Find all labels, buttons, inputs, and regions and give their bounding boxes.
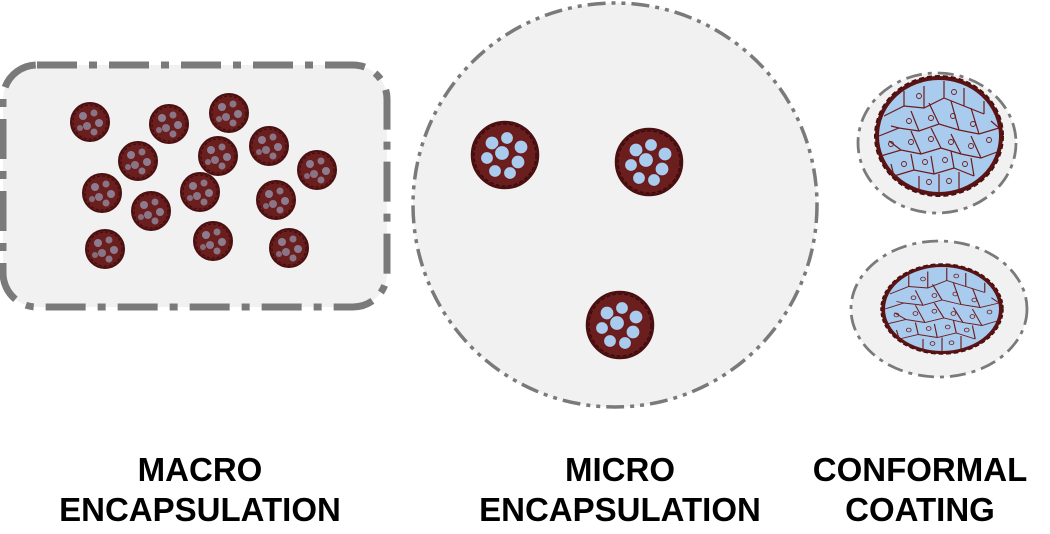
macro-encapsulation-group (0, 61, 391, 311)
micro-encapsulation-label: MICRO ENCAPSULATION (460, 450, 780, 530)
cell-cluster (193, 221, 233, 261)
cell-cluster (82, 173, 122, 213)
micro-label-line2: ENCAPSULATION (479, 491, 761, 528)
cell-cluster (614, 127, 684, 197)
micro-capsule (411, 1, 819, 409)
conformal-label-line2: COATING (845, 491, 995, 528)
micro-label-line1: MICRO (565, 451, 675, 488)
cell-cluster (85, 229, 125, 269)
cell-cluster (149, 104, 189, 144)
cell-cluster-large (873, 74, 1005, 198)
macro-label-line2: ENCAPSULATION (59, 491, 341, 528)
cell-cluster (269, 228, 309, 268)
macro-encapsulation-label: MACRO ENCAPSULATION (30, 450, 370, 530)
conformal-coating-group (849, 71, 1029, 379)
cell-cluster (209, 93, 249, 133)
cell-cluster (256, 180, 296, 220)
conformal-label-line1: CONFORMAL (812, 451, 1028, 488)
cell-cluster (131, 191, 171, 231)
cell-cluster (297, 150, 337, 190)
cell-cluster (180, 172, 220, 212)
cell-cluster (249, 126, 289, 166)
cell-cluster (118, 141, 158, 181)
cell-cluster (70, 102, 110, 142)
macro-label-line1: MACRO (137, 451, 263, 488)
cell-cluster-large (879, 262, 1005, 356)
cell-cluster (470, 120, 540, 190)
micro-encapsulation-group (411, 1, 819, 409)
cell-cluster (198, 136, 238, 176)
conformal-coating-label: CONFORMAL COATING (800, 450, 1040, 530)
cell-cluster (585, 290, 655, 360)
